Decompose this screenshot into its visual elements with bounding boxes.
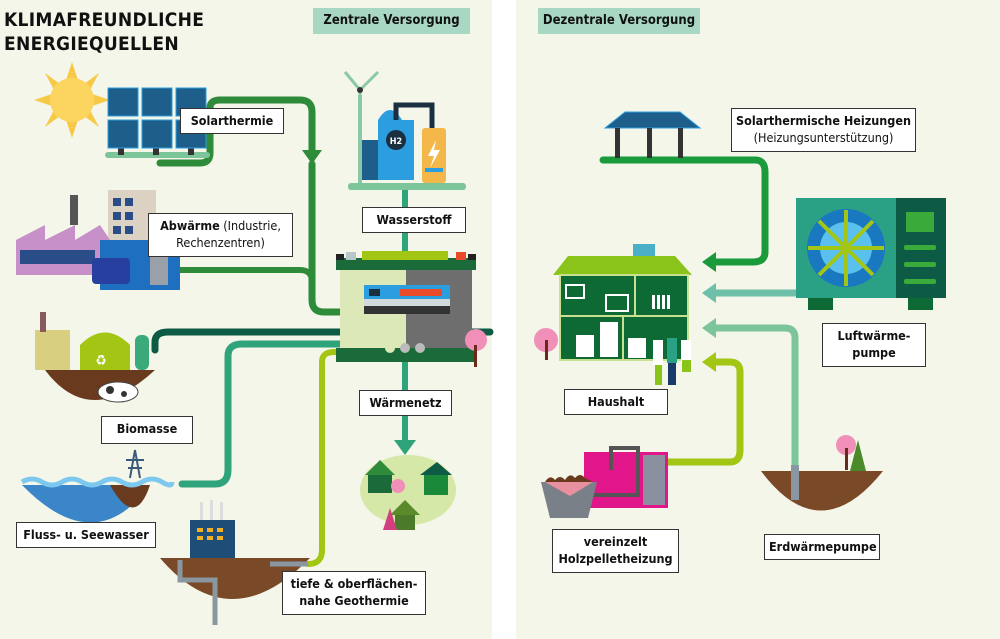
arrow-waermenetz — [394, 440, 416, 455]
battery-icon — [336, 251, 487, 367]
label-waermenetz: Wärmenetz — [359, 390, 452, 416]
pipe-abwaerme — [175, 267, 315, 285]
section-badge-central: Zentrale Versorgung — [313, 8, 470, 34]
ground-heat-pump-icon — [761, 435, 883, 511]
pipe-biomasse — [151, 328, 494, 354]
label-holzpelletheizung: vereinzelt Holzpelletheizung — [552, 529, 679, 573]
pipe-solar-heating — [599, 156, 769, 266]
arrow-air-heat-pump — [702, 283, 716, 303]
water-icon — [20, 449, 175, 523]
title-line-1: KLIMAFREUNDLICHE — [4, 9, 205, 31]
label-biomasse: Biomasse — [101, 416, 193, 444]
section-badge-decentral: Dezentrale Versorgung — [538, 8, 700, 34]
label-haushalt: Haushalt — [564, 389, 668, 415]
solar-roof-icon — [603, 111, 702, 158]
pipe-geothermie — [305, 349, 343, 567]
sun-icon — [34, 62, 110, 138]
pipe-wasser — [178, 340, 344, 488]
pipe-solar-to-battery — [308, 160, 344, 316]
village-icon — [360, 455, 456, 530]
arrow-solar-heating — [702, 252, 716, 272]
label-geothermie: tiefe & oberflächen- nahe Geothermie — [282, 571, 426, 615]
biomass-icon: ♻ — [35, 312, 155, 403]
pellet-heating-icon — [541, 446, 668, 518]
label-solarthermie: Solarthermie — [180, 108, 284, 134]
h2-label: H2 — [390, 137, 402, 147]
air-heat-pump-icon — [796, 198, 946, 310]
people-icon — [653, 338, 691, 385]
label-abwaerme: Abwärme (Industrie, Rechenzentren) — [148, 213, 293, 257]
svg-text:♻: ♻ — [95, 353, 106, 369]
label-fluss-seewasser: Fluss- u. Seewasser — [16, 522, 156, 548]
house-icon — [534, 244, 692, 385]
pipe-pellet-heating — [661, 358, 744, 466]
title-line-2: ENERGIEQUELLEN — [4, 33, 179, 55]
pipe-ground-heat-pump — [712, 324, 799, 469]
geothermal-icon — [160, 500, 310, 625]
hydrogen-storage-icon: H2 — [343, 70, 466, 190]
label-erdwaermepumpe: Erdwärmepumpe — [764, 534, 880, 560]
arrow-solarthermie — [302, 150, 322, 164]
diagram-title: KLIMAFREUNDLICHE ENERGIEQUELLEN — [4, 8, 204, 56]
pipe-solarthermie — [156, 96, 316, 167]
pipes-decentral — [599, 156, 800, 469]
label-wasserstoff: Wasserstoff — [362, 207, 466, 233]
arrow-ground-heat-pump — [702, 318, 716, 338]
arrow-pellet-heating — [702, 352, 716, 372]
label-solarthermische-heizungen: Solarthermische Heizungen (Heizungsunter… — [731, 108, 916, 152]
label-luftwaermepumpe: Luftwärme- pumpe — [822, 323, 926, 367]
